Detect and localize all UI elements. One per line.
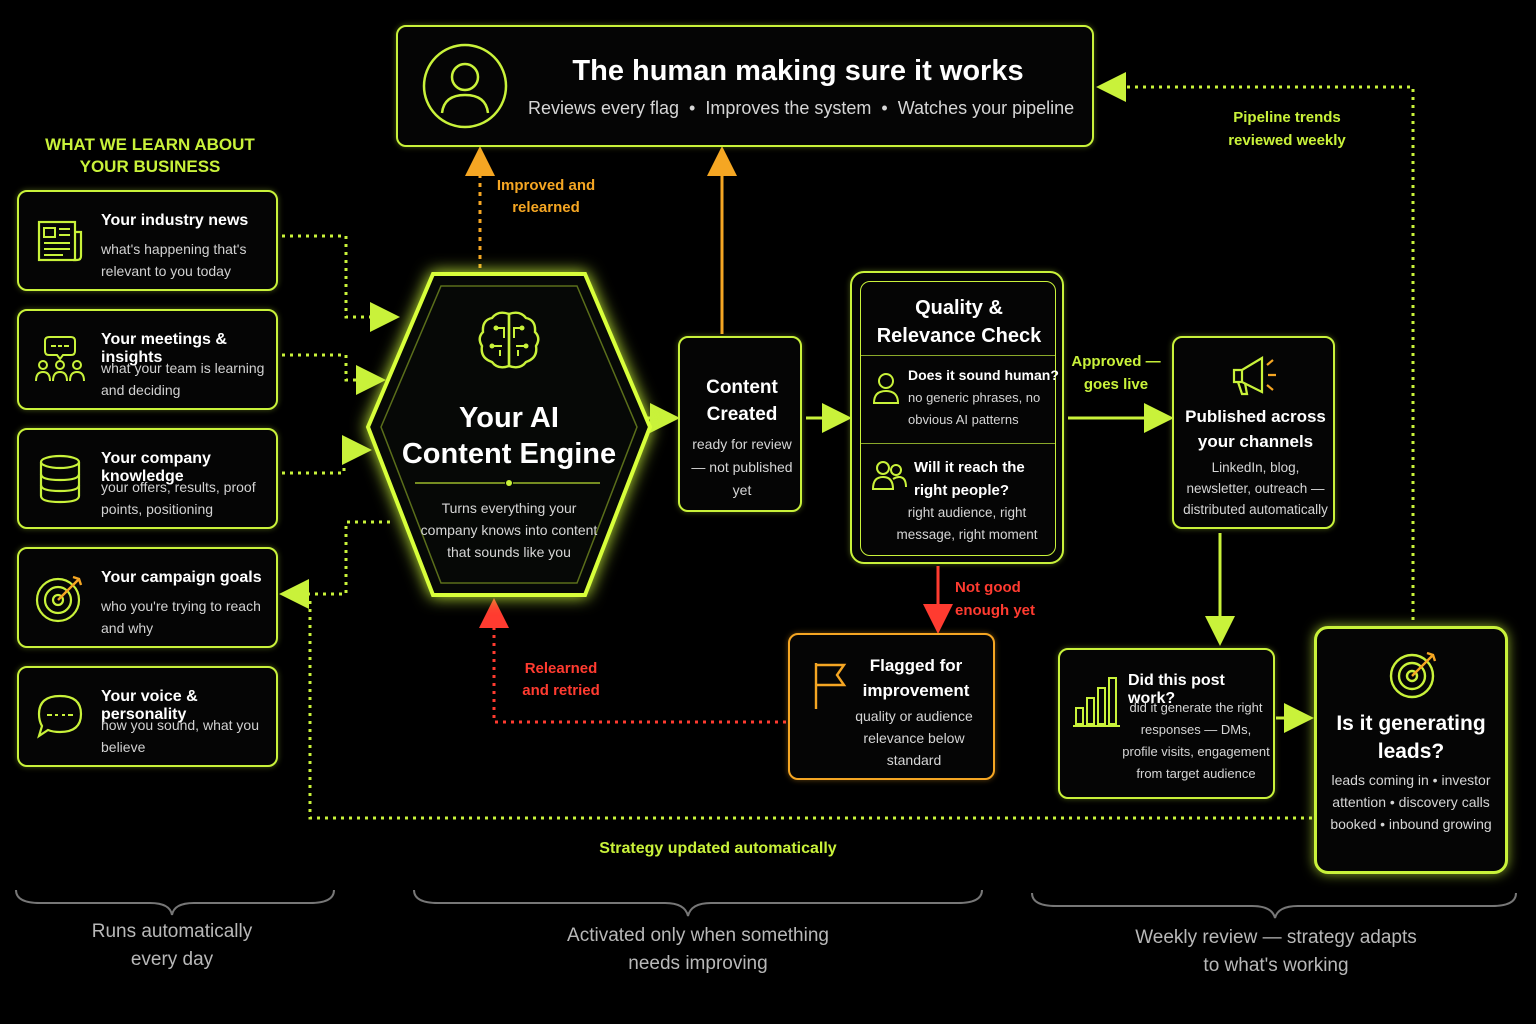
footer-right: Weekly review — strategy adapts to what'…: [1135, 927, 1417, 976]
check2-desc: right audience, right message, right mom…: [896, 505, 1038, 542]
strategy-feedback-line: [308, 598, 1312, 820]
bar-chart-icon: [1073, 677, 1120, 727]
megaphone-icon: [1232, 356, 1276, 396]
check2-title: Will it reach the right people?: [914, 459, 1025, 499]
quality-inner-frame: [860, 281, 1056, 556]
approved-label: Approved — goes live: [1071, 353, 1161, 393]
human-title: The human making sure it works: [572, 55, 1024, 87]
source-meetings: Your meetings & insights what your team …: [17, 309, 278, 410]
quality-divider-top: [861, 355, 1055, 356]
published-title: Published across your channels: [1185, 407, 1326, 451]
strategy-label: Strategy updated automatically: [599, 840, 837, 857]
source-desc: what's happening that's relevant to you …: [101, 241, 247, 279]
human-review-box: The human making sure it works Reviews e…: [396, 25, 1094, 147]
person-icon: [872, 373, 900, 404]
arrow-news-to-engine: [282, 234, 400, 332]
relearned-label: Relearned and retried: [522, 660, 600, 699]
post-work-title: Did this post work?: [1128, 672, 1225, 707]
arrow-knowledge-to-engine: [282, 435, 372, 475]
source-desc: how you sound, what you believe: [101, 717, 259, 755]
person-icon: [422, 43, 508, 129]
arrow-engine-to-goals: [279, 520, 390, 609]
source-campaign-goals: Your campaign goals who you're trying to…: [17, 547, 278, 648]
source-desc: who you're trying to reach and why: [101, 598, 261, 636]
meeting-icon: [35, 336, 85, 382]
arrow-meetings-to-engine: [282, 353, 386, 395]
brace-middle: [413, 889, 983, 917]
check1-title: Does it sound human?: [908, 367, 1059, 383]
quality-divider-mid: [861, 443, 1055, 444]
source-title: Your campaign goals: [101, 569, 262, 586]
database-icon: [39, 454, 81, 504]
flagged-box: Flagged for improvement quality or audie…: [788, 633, 995, 780]
engine-desc: Turns everything your company knows into…: [420, 500, 598, 560]
engine-title: Your AI Content Engine: [390, 400, 628, 472]
flag-icon: [814, 663, 847, 709]
source-title: Your company knowledge: [101, 450, 211, 485]
speech-bubble-icon: [37, 694, 83, 739]
engine-title-line1: Your AI: [459, 402, 559, 434]
post-work-desc: did it generate the right responses — DM…: [1122, 700, 1270, 781]
content-created-title: Content Created: [706, 377, 778, 425]
post-work-box: Did this post work? did it generate the …: [1058, 648, 1275, 799]
flagged-title: Flagged for improvement: [862, 656, 970, 700]
human-subtitle: Reviews every flag • Improves the system…: [528, 98, 1075, 118]
published-desc: LinkedIn, blog, newsletter, outreach — d…: [1183, 460, 1328, 517]
source-title: Your industry news: [101, 212, 249, 229]
learn-heading: WHAT WE LEARN ABOUT YOUR BUSINESS: [45, 135, 255, 176]
check1-desc: no generic phrases, no obvious AI patter…: [908, 390, 1041, 427]
newspaper-icon: [37, 220, 83, 262]
target-icon: [35, 575, 83, 623]
pipeline-label: Pipeline trends reviewed weekly: [1228, 109, 1346, 149]
source-title: Your voice & personality: [101, 688, 198, 723]
source-title: Your meetings & insights: [101, 331, 227, 366]
leads-box: Is it generating leads? leads coming in …: [1314, 626, 1508, 874]
flagged-desc: quality or audience relevance below stan…: [855, 708, 973, 768]
audience-icon: [871, 461, 907, 490]
footer-middle: Activated only when something needs impr…: [567, 925, 829, 974]
source-voice: Your voice & personality how you sound, …: [17, 666, 278, 767]
quality-title: Quality & Relevance Check: [876, 297, 1042, 347]
source-industry-news: Your industry news what's happening that…: [17, 190, 278, 291]
content-created-box: Content Created ready for review — not p…: [678, 336, 802, 512]
source-desc: what your team is learning and deciding: [101, 360, 265, 398]
brace-right: [1031, 892, 1517, 919]
improved-label: Improved and relearned: [496, 177, 596, 216]
brain-icon: [478, 311, 540, 369]
content-created-desc: ready for review — not published yet: [691, 436, 793, 498]
leads-title: Is it generating leads?: [1336, 712, 1486, 763]
footer-left: Runs automatically every day: [91, 921, 253, 970]
leads-desc: leads coming in • investor attention • d…: [1330, 772, 1492, 832]
source-knowledge: Your company knowledge your offers, resu…: [17, 428, 278, 529]
not-good-label: Not good enough yet: [955, 579, 1036, 619]
target-icon: [1389, 651, 1437, 699]
brace-left: [15, 889, 335, 916]
arrow-leads-to-human: [1096, 72, 1415, 620]
arrow-flagged-to-engine: [479, 598, 786, 724]
source-desc: your offers, results, proof points, posi…: [101, 479, 256, 517]
published-box: Published across your channels LinkedIn,…: [1172, 336, 1335, 529]
quality-check-box: Quality & Relevance Check Does it sound …: [850, 271, 1064, 564]
engine-title-line2: Content Engine: [401, 438, 617, 470]
